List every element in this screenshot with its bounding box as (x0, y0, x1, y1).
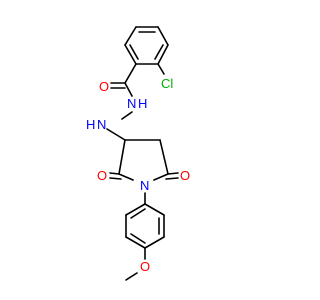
bond (125, 203, 146, 216)
bond (159, 139, 169, 175)
bond-n-c3 (106, 128, 126, 141)
amide-oxygen-label: O (99, 79, 109, 94)
bond (124, 44, 137, 65)
bond (144, 203, 165, 216)
chlorophenyl-ring (124, 26, 169, 65)
molecule-structure: Cl O N H H N O N O O (86, 26, 190, 281)
bond-inner (130, 233, 146, 244)
bond (157, 26, 169, 46)
bond (118, 173, 134, 181)
hydrazide-nh-h-label: H (138, 96, 147, 111)
bond (125, 236, 146, 249)
methoxy-oxygen-label: O (140, 259, 150, 274)
bond-o-ch3 (125, 272, 138, 281)
imide-nitrogen-label: N (140, 178, 149, 193)
bond-c5-o (165, 177, 179, 180)
bond-ring-carbonyl (124, 63, 137, 84)
bond-c-cl (157, 63, 165, 75)
imide-oxygen-left-label: O (97, 168, 107, 183)
bond-c2-o (109, 172, 120, 175)
bond (153, 173, 169, 181)
imide-oxygen-right-label: O (180, 168, 190, 183)
hydrazide-nh-label: N (127, 96, 136, 111)
bond (144, 236, 165, 249)
bond-inner (130, 208, 146, 219)
bond-c2-o (109, 177, 122, 180)
bond-carbonyl-n (124, 82, 133, 97)
methoxyphenyl-ring (125, 203, 165, 249)
bond-inner (129, 44, 139, 60)
bond-c5-o (167, 172, 179, 175)
bond (118, 139, 126, 175)
amine-h-label: H (86, 117, 95, 132)
bond-inner (154, 44, 164, 60)
bond-n-n (121, 111, 133, 120)
chlorine-label: Cl (161, 76, 173, 91)
succinimide-ring (118, 139, 169, 181)
bond (124, 26, 137, 46)
bond (157, 44, 169, 65)
amine-n-label: N (97, 117, 106, 132)
